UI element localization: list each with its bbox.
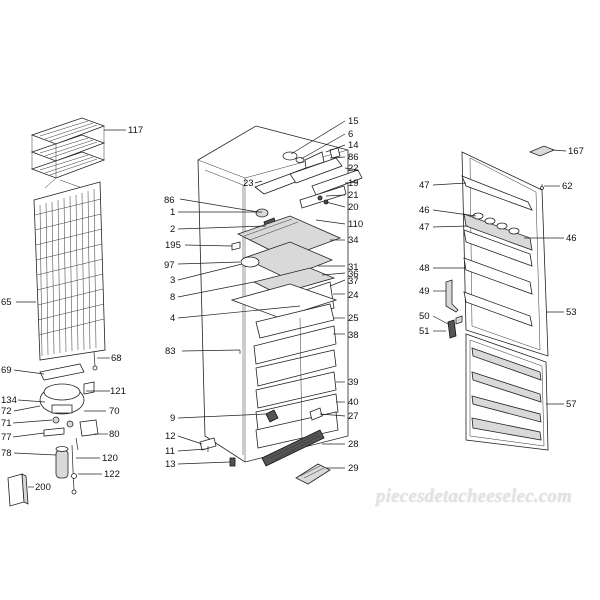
label-20: 20 <box>348 202 359 213</box>
label-23: 23 <box>243 178 254 189</box>
label-120: 120 <box>102 453 118 464</box>
drawers-24-39-40 <box>253 303 339 449</box>
label-134: 134 <box>1 395 17 406</box>
gasket-ring-3 <box>240 256 260 268</box>
label-57: 57 <box>566 399 577 410</box>
lamp-cover-19-22 <box>299 169 363 209</box>
label-78: 78 <box>1 448 12 459</box>
label-65: 65 <box>1 297 12 308</box>
label-80: 80 <box>109 429 120 440</box>
label-121: 121 <box>110 386 126 397</box>
label-28: 28 <box>348 439 359 450</box>
label-48: 48 <box>419 263 430 274</box>
label-21: 21 <box>348 190 359 201</box>
label-25: 25 <box>348 313 359 324</box>
label-12: 12 <box>165 431 176 442</box>
hinge-9-27 <box>265 407 323 423</box>
evaporator-coil-117 <box>30 117 106 191</box>
center-leader-lines <box>177 120 359 469</box>
label-46-right: 46 <box>566 233 577 244</box>
control-panel-23 <box>254 147 343 195</box>
label-117: 117 <box>128 125 143 136</box>
compressor-70 <box>39 363 95 415</box>
watermark-text: piecesdetacheeselec.com <box>376 486 573 507</box>
label-86-left: 86 <box>164 195 175 206</box>
label-200: 200 <box>35 482 51 493</box>
door-shelves-46-47 <box>461 175 533 327</box>
label-29: 29 <box>348 463 359 474</box>
label-70: 70 <box>109 406 120 417</box>
label-83: 83 <box>165 346 176 357</box>
label-2: 2 <box>170 224 175 235</box>
condenser-grid-65 <box>33 181 106 371</box>
label-8: 8 <box>170 292 175 303</box>
label-39: 39 <box>348 377 359 388</box>
shelf-31 <box>242 241 334 279</box>
label-40: 40 <box>348 397 359 408</box>
label-72: 72 <box>1 406 12 417</box>
label-53: 53 <box>566 307 577 318</box>
kick-grille-28 <box>261 429 325 467</box>
label-62: 62 <box>562 181 573 192</box>
label-110: 110 <box>348 219 363 230</box>
compressor-accessories <box>43 416 99 451</box>
label-122: 122 <box>104 469 120 480</box>
label-22: 22 <box>348 163 359 174</box>
label-47-mid: 47 <box>419 222 430 233</box>
filter-drier-78 <box>55 446 69 479</box>
relay-box-200 <box>7 473 29 507</box>
label-15: 15 <box>348 116 359 127</box>
right-leader-lines <box>432 149 567 405</box>
label-51: 51 <box>419 326 430 337</box>
label-49: 49 <box>419 286 430 297</box>
door-handle-167 <box>528 145 556 157</box>
label-195: 195 <box>165 240 181 251</box>
label-24: 24 <box>348 290 359 301</box>
label-13: 13 <box>165 459 176 470</box>
part-number-labels: 117 65 68 69 121 134 72 70 71 77 80 78 1… <box>1 116 584 493</box>
label-50: 50 <box>419 311 430 322</box>
label-4: 4 <box>170 313 175 324</box>
label-38: 38 <box>348 330 359 341</box>
label-11: 11 <box>165 446 175 457</box>
label-69: 69 <box>1 365 12 376</box>
label-27: 27 <box>348 411 359 422</box>
label-19: 19 <box>348 178 359 189</box>
freezer-door-57 <box>465 333 549 451</box>
label-6: 6 <box>348 129 353 140</box>
label-47-top: 47 <box>419 180 430 191</box>
label-77: 77 <box>1 432 12 443</box>
label-3: 3 <box>170 275 175 286</box>
label-167: 167 <box>568 146 584 157</box>
label-71: 71 <box>1 418 12 429</box>
capillary-120-122 <box>71 444 77 495</box>
door-brackets-49-50-51 <box>445 279 463 339</box>
label-36: 36 <box>348 269 359 280</box>
label-37: 37 <box>348 276 359 287</box>
label-46-left: 46 <box>419 205 430 216</box>
label-86-right: 86 <box>348 152 359 163</box>
label-1: 1 <box>170 207 175 218</box>
foot-tray-29 <box>295 463 331 485</box>
label-31: 31 <box>348 262 359 273</box>
label-34: 34 <box>348 235 359 246</box>
label-97: 97 <box>164 260 175 271</box>
label-9: 9 <box>170 413 175 424</box>
label-68: 68 <box>111 353 122 364</box>
label-14: 14 <box>348 140 359 151</box>
left-leader-lines <box>12 129 126 488</box>
